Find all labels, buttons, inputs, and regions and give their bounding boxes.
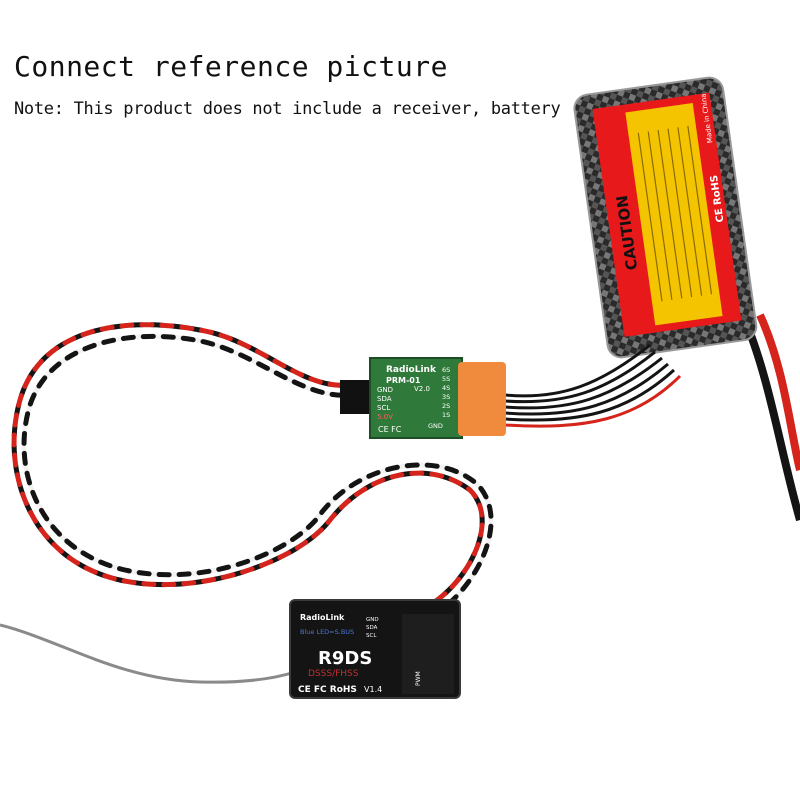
servo-cable: [11, 322, 494, 643]
receiver-model: R9DS: [318, 648, 372, 669]
receiver-marks: CE FC RoHS: [298, 685, 357, 695]
receiver-pin-gnd: GND: [366, 617, 379, 623]
note: Note: This product does not include a re…: [14, 99, 561, 119]
sensor-balance-plug: [458, 362, 506, 436]
sensor-pin-gnd-right: GND: [428, 422, 443, 430]
receiver-pin-header: [402, 614, 454, 694]
sensor-pin-6s: 6S: [442, 366, 450, 374]
receiver-sbus-note: Blue LED=S.BUS: [300, 628, 354, 636]
heading: Connect reference picture: [14, 50, 448, 83]
receiver-pin-scl: SCL: [366, 633, 377, 639]
sensor-pin-3s: 3S: [442, 393, 450, 401]
sensor-pin-2s: 2S: [442, 402, 450, 410]
battery-power-leads: [741, 313, 800, 522]
r9ds-receiver: RadioLink Blue LED=S.BUS R9DS DSSS/FHSS …: [289, 599, 461, 699]
sensor-pin-5s: 5S: [442, 375, 450, 383]
lipo-battery: CAUTION CE RoHS Made in China: [573, 76, 758, 359]
receiver-version: V1.4: [364, 685, 382, 694]
sensor-marks: CE FC: [378, 425, 402, 434]
sensor-version: V2.0: [414, 385, 430, 393]
sensor-input-plug: [340, 380, 372, 414]
receiver-pwm-label: PWM: [415, 671, 422, 686]
sensor-pin-5v: 5.0V: [377, 413, 393, 421]
balance-lead: [504, 343, 682, 428]
sensor-model: PRM-01: [386, 376, 421, 385]
receiver-modes: DSSS/FHSS: [308, 669, 359, 679]
sensor-pin-4s: 4S: [442, 384, 450, 392]
receiver-brand: RadioLink: [300, 613, 345, 622]
receiver-antenna: [0, 623, 296, 684]
sensor-pin-1s: 1S: [442, 411, 450, 419]
sensor-pin-gnd: GND: [377, 386, 393, 394]
prm-01-sensor: RadioLink PRM-01 V2.0 GND SDA SCL 5.0V C…: [340, 357, 506, 439]
sensor-pin-sda: SDA: [377, 395, 392, 403]
receiver-pin-sda: SDA: [366, 625, 378, 631]
sensor-pin-scl: SCL: [377, 404, 390, 412]
sensor-brand: RadioLink: [386, 365, 437, 375]
